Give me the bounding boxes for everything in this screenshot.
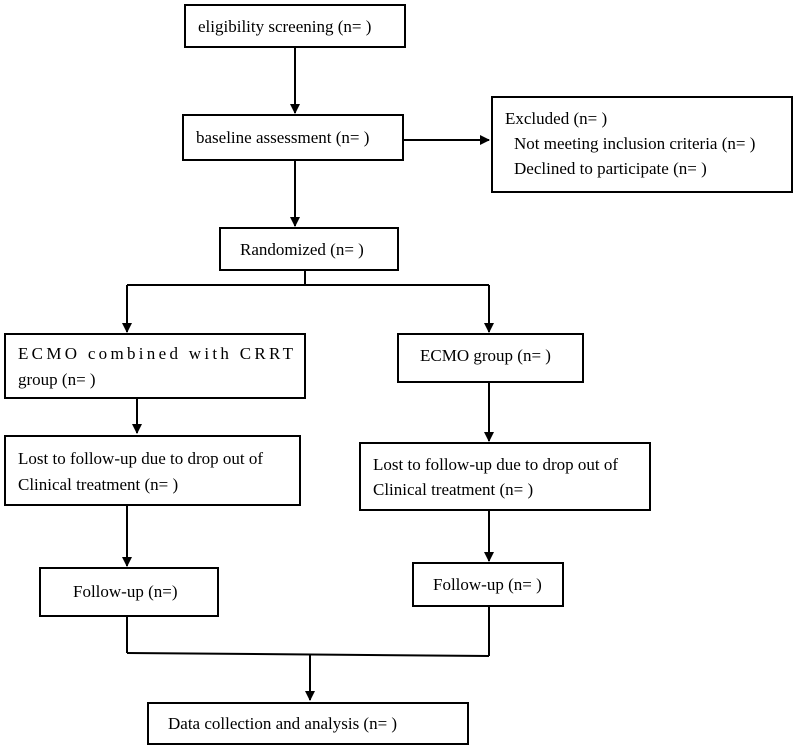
node-lost-left-line-1: Lost to follow-up due to drop out of: [18, 449, 263, 468]
node-followup-right: Follow-up (n= ): [412, 562, 564, 607]
node-eligibility-screening: eligibility screening (n= ): [184, 4, 406, 48]
node-excluded-reason-1: Not meeting inclusion criteria (n= ): [514, 134, 755, 153]
node-followup-left: Follow-up (n=): [39, 567, 219, 617]
node-baseline-assessment-line: baseline assessment (n= ): [196, 128, 369, 147]
node-excluded-reason-2: Declined to participate (n= ): [514, 159, 707, 178]
node-data-collection: Data collection and analysis (n= ): [147, 702, 469, 745]
node-lost-left-line-2: Clinical treatment (n= ): [18, 475, 178, 494]
node-data-collection-line: Data collection and analysis (n= ): [168, 714, 397, 733]
node-lost-left: Lost to follow-up due to drop out of Cli…: [4, 435, 301, 506]
node-randomized: Randomized (n= ): [219, 227, 399, 271]
node-lost-right: Lost to follow-up due to drop out of Cli…: [359, 442, 651, 511]
node-followup-left-line: Follow-up (n=): [73, 582, 178, 601]
node-ecmo-group: ECMO group (n= ): [397, 333, 584, 383]
edges: [122, 47, 494, 701]
node-ecmo-crrt-group: ECMO combined with CRRT group (n= ): [4, 333, 306, 399]
node-ecmo-crrt-group-line-2: group (n= ): [18, 370, 96, 389]
node-lost-right-line-1: Lost to follow-up due to drop out of: [373, 455, 618, 474]
node-excluded-title: Excluded (n= ): [505, 109, 607, 128]
node-baseline-assessment: baseline assessment (n= ): [182, 114, 404, 161]
node-followup-right-line: Follow-up (n= ): [433, 575, 542, 594]
node-lost-right-line-2: Clinical treatment (n= ): [373, 480, 533, 499]
node-ecmo-group-line: ECMO group (n= ): [420, 346, 551, 365]
node-randomized-line: Randomized (n= ): [240, 240, 364, 259]
edge-merge-horizontal: [126, 652, 490, 657]
node-eligibility-screening-line: eligibility screening (n= ): [198, 17, 371, 36]
node-excluded: Excluded (n= ) Not meeting inclusion cri…: [491, 96, 793, 193]
